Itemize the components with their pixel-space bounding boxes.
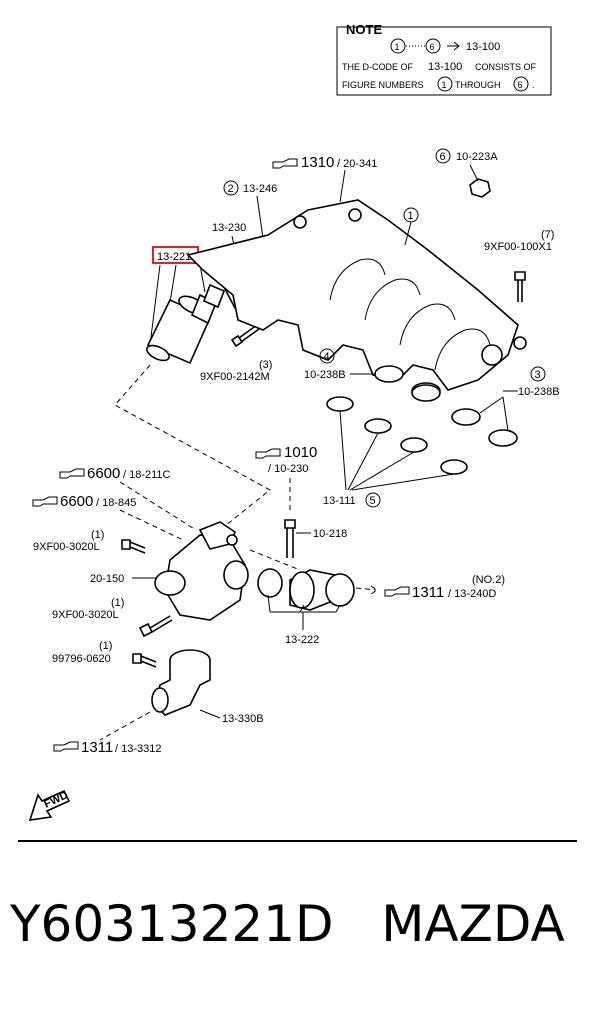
part-20-150: 20-150 [90,573,124,585]
note-fig-to: 6 [430,42,435,52]
ref-1010-sub: / 10-230 [268,463,308,475]
hand-pointer-icon [255,448,281,459]
part-9xf00-100x1: 9XF00-100X1 [484,241,552,253]
part-9xf00-2142m: 9XF00-2142M [200,371,270,383]
hand-pointer-icon [384,586,410,597]
ref-1010: 1010 [284,444,317,461]
bolt-9xf00-2142m [230,324,260,348]
bolt [121,539,146,554]
note-line3-to: 6 [518,80,523,90]
part-13-246: 13-246 [243,183,277,195]
part-caption: Y60313221D MAZDA [10,895,590,953]
hand-pointer-icon [59,468,85,479]
part-13-221: 13-221 [157,251,191,263]
ref-6600b: 6600 [60,493,93,510]
ref-1310-sub: / 20-341 [337,158,377,170]
gasket-ring [488,429,518,447]
part-10-218: 10-218 [313,528,347,540]
bolt [132,653,157,668]
elbow-pipe-13-330b [151,649,211,716]
part-13-222: 13-222 [285,634,319,646]
note-fig-from: 1 [395,42,400,52]
hand-pointer-icon [32,496,58,507]
note-title: NOTE [346,22,382,37]
stud-bolt [514,271,526,302]
note-line2-end: CONSISTS OF [475,62,537,72]
qty-1c: (1) [99,640,112,652]
nut-icon [469,178,491,198]
ref-1310: 1310 [301,154,334,171]
fig-1-number: 1 [408,210,414,222]
qty-7: (7) [541,229,554,241]
note-box: NOTE 1 6 13-100 THE D-CODE OF 13-100 CON… [336,22,552,96]
fig-2-number: 2 [228,183,234,195]
note-line3-mid: THROUGH [455,80,501,90]
note-line3-end: . [532,80,535,90]
qty-3: (3) [259,359,272,371]
note-line3-from: 1 [442,80,447,90]
air-hose-13-221 [146,283,226,365]
note-line3: FIGURE NUMBERS [342,80,424,90]
ref-1311b-sub: / 13-3312 [115,743,161,755]
part-99796-0620: 99796-0620 [52,653,111,665]
qty-1b: (1) [111,597,124,609]
part-10-223a: 10-223A [456,151,498,163]
part-13-330b: 13-330B [222,713,264,725]
part-9xf00-3020l-b: 9XF00-3020L [52,609,119,621]
hose-13-222 [257,568,355,611]
part-10-238b-left: 10-238B [304,369,346,381]
note-line2: THE D-CODE OF [342,62,414,72]
bolt [138,615,173,638]
hand-pointer-icon [53,741,79,752]
part-13-111: 13-111 [323,495,356,507]
fig-3-number: 3 [535,369,541,381]
throttle-body-20-150 [154,521,249,621]
ref-6600a: 6600 [87,465,120,482]
fig-5-number: 5 [370,495,376,507]
ref-1311a: 1311 [412,584,444,601]
caption-part-number: Y60313221D [10,895,334,953]
part-13-230: 13-230 [212,222,246,234]
qty-1a: (1) [91,529,104,541]
o-ring [440,459,468,475]
gasket-ring [411,384,441,402]
ref-1311a-sub: / 13-240D [448,588,496,600]
fig-6-number: 6 [440,151,446,163]
part-10-238b-right: 10-238B [518,386,560,398]
ref-6600b-sub: / 18-845 [96,497,136,509]
forward-arrow-icon: FWD [28,789,71,821]
ref-1311a-no: (NO.2) [472,574,505,586]
o-ring [400,437,428,453]
hand-pointer-icon [272,158,298,169]
gasket-ring [374,365,404,383]
o-ring [326,396,354,412]
note-code: 13-100 [466,41,500,53]
note-line2-code: 13-100 [428,61,462,73]
gasket-ring [451,408,481,426]
o-ring [364,418,392,434]
stud-10-218 [284,519,296,558]
part-9xf00-3020l-a: 9XF00-3020L [33,541,100,553]
fig-4-number: 4 [324,351,330,363]
ref-6600a-sub: / 18-211C [123,469,171,481]
caption-brand: MAZDA [381,895,565,953]
ref-1311b: 1311 [81,739,113,756]
